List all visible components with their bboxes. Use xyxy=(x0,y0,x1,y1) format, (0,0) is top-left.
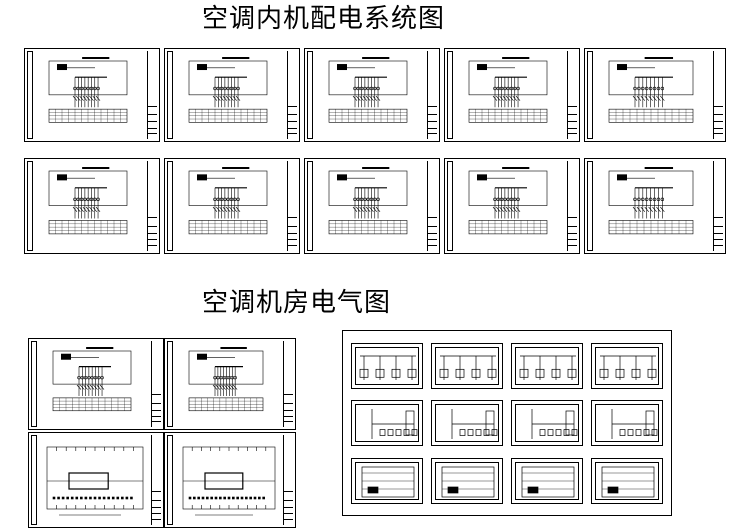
floor-plan-sheet[interactable] xyxy=(28,432,164,528)
schematic-drawing xyxy=(468,167,548,235)
sheet-border-strip xyxy=(447,51,453,139)
thumbnail-drawing xyxy=(601,466,655,497)
sheet-border-strip xyxy=(587,161,593,251)
schematic-thumbnail[interactable] xyxy=(431,400,503,446)
thumbnail-drawing xyxy=(531,409,578,439)
sheet-border-strip xyxy=(167,51,173,139)
schematic-thumbnail[interactable] xyxy=(351,342,423,389)
floor-plan-sheet[interactable] xyxy=(164,432,296,528)
drawing-sheet[interactable] xyxy=(444,48,580,142)
thumbnail-drawing xyxy=(439,355,497,380)
title-block xyxy=(151,435,161,525)
title-block xyxy=(147,161,157,251)
section-title-machine-room: 空调机房电气图 xyxy=(202,288,392,318)
drawing-sheet[interactable] xyxy=(444,158,580,254)
thumbnail-drawing xyxy=(611,409,658,439)
drawing-sheet[interactable] xyxy=(304,48,440,142)
schematic-thumbnail[interactable] xyxy=(511,400,583,446)
title-block xyxy=(287,51,297,139)
drawing-sheet[interactable] xyxy=(584,158,726,254)
schematic-drawing xyxy=(328,57,408,123)
schematic-drawing xyxy=(182,446,276,516)
schematic-drawing xyxy=(48,57,128,123)
thumbnail-drawing xyxy=(359,355,417,380)
thumbnail-drawing xyxy=(371,409,418,439)
schematic-drawing xyxy=(608,57,694,123)
thumbnail-drawing xyxy=(441,466,495,497)
thumbnail-drawing xyxy=(521,466,575,497)
schematic-thumbnail[interactable] xyxy=(431,342,503,389)
sheet-border-strip xyxy=(27,161,33,251)
title-block xyxy=(567,161,577,251)
sheet-border-strip xyxy=(167,341,173,427)
drawing-sheet[interactable] xyxy=(164,158,300,254)
schematic-drawing xyxy=(52,347,132,412)
schematic-thumbnail[interactable] xyxy=(591,342,663,389)
drawing-sheet[interactable] xyxy=(24,48,160,142)
thumbnail-drawing xyxy=(451,409,498,439)
drawing-sheet[interactable] xyxy=(164,338,296,430)
title-block xyxy=(713,161,723,251)
schematic-drawing xyxy=(328,167,408,235)
schematic-drawing xyxy=(188,167,268,235)
schematic-thumbnail[interactable] xyxy=(511,342,583,389)
section-title-indoor-units: 空调内机配电系统图 xyxy=(202,4,446,34)
sheet-border-strip xyxy=(31,341,37,427)
title-block xyxy=(713,51,723,139)
drawing-sheet[interactable] xyxy=(164,48,300,142)
schematic-thumbnail[interactable] xyxy=(511,457,583,504)
schematic-thumbnail[interactable] xyxy=(351,400,423,446)
title-block xyxy=(283,341,293,427)
thumbnail-drawing xyxy=(599,355,657,380)
sheet-border-strip xyxy=(167,161,173,251)
title-block xyxy=(147,51,157,139)
thumbnail-drawing xyxy=(361,466,415,497)
title-block xyxy=(151,341,161,427)
schematic-drawing xyxy=(608,167,694,235)
sheet-border-strip xyxy=(167,435,173,525)
title-block xyxy=(427,51,437,139)
schematic-thumbnail[interactable] xyxy=(591,400,663,446)
schematic-drawing xyxy=(188,347,264,412)
title-block xyxy=(287,161,297,251)
drawing-sheet[interactable] xyxy=(24,158,160,254)
sheet-border-strip xyxy=(587,51,593,139)
schematic-drawing xyxy=(468,57,548,123)
title-block xyxy=(567,51,577,139)
thumbnail-drawing xyxy=(519,355,577,380)
drawing-sheet[interactable] xyxy=(304,158,440,254)
schematic-drawing xyxy=(48,167,128,235)
drawing-sheet[interactable] xyxy=(28,338,164,430)
sheet-border-strip xyxy=(447,161,453,251)
schematic-thumbnail[interactable] xyxy=(351,457,423,504)
schematic-thumbnail[interactable] xyxy=(591,457,663,504)
sheet-border-strip xyxy=(31,435,37,525)
sheet-border-strip xyxy=(307,161,313,251)
schematic-panel[interactable] xyxy=(342,330,672,516)
drawing-sheet[interactable] xyxy=(584,48,726,142)
schematic-drawing xyxy=(46,446,144,516)
title-block xyxy=(427,161,437,251)
schematic-thumbnail[interactable] xyxy=(431,457,503,504)
sheet-border-strip xyxy=(307,51,313,139)
sheet-border-strip xyxy=(27,51,33,139)
title-block xyxy=(283,435,293,525)
schematic-drawing xyxy=(188,57,268,123)
